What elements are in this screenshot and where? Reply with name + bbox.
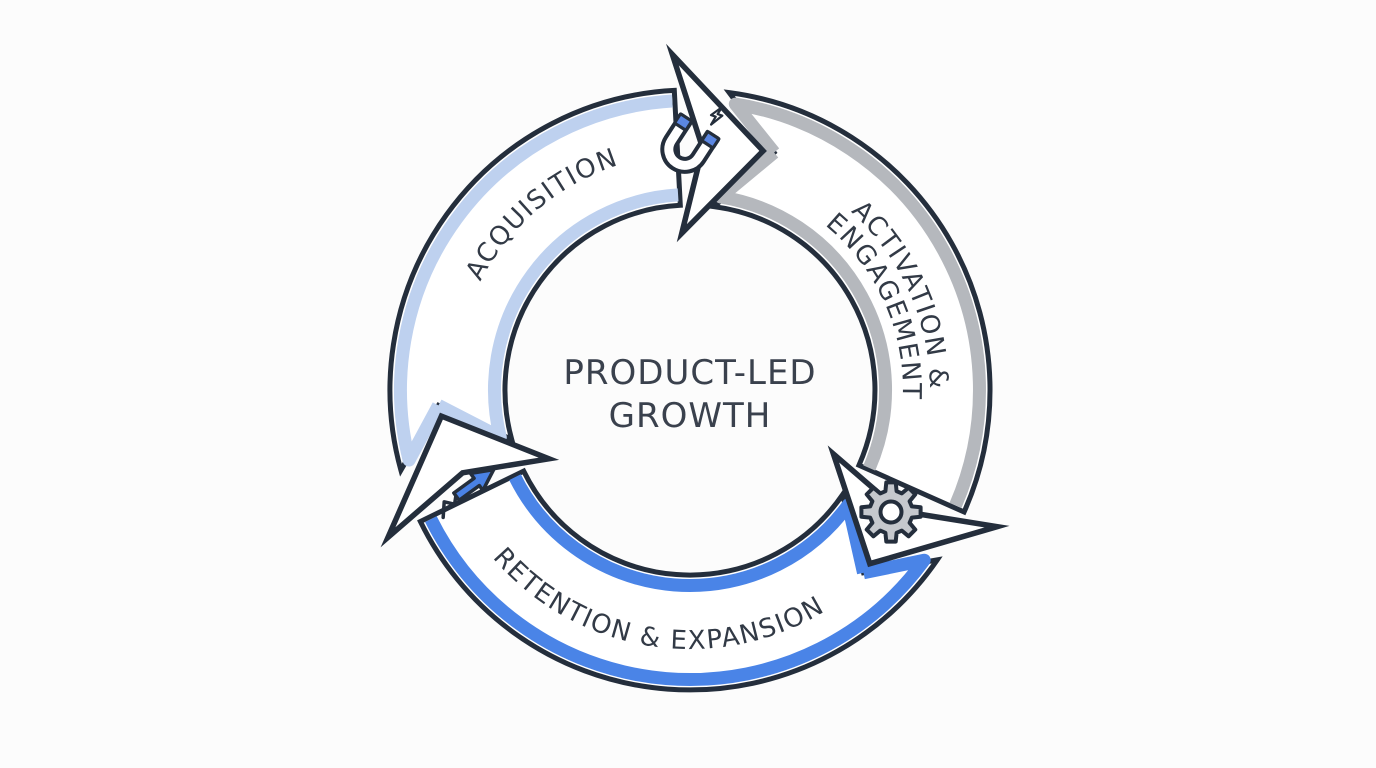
trend-up-arrow-icon xyxy=(441,467,496,520)
gear-hole xyxy=(878,499,904,525)
retention-expansion-arrowhead xyxy=(380,412,560,548)
acquisition-arrowhead xyxy=(666,43,767,243)
retention-expansion-outer-stripe xyxy=(425,516,931,687)
magnet-pole-cap xyxy=(673,112,693,132)
retention-expansion-segment xyxy=(417,467,943,693)
trend-zigzag xyxy=(441,491,459,520)
lightning-icon xyxy=(709,106,724,126)
acquisition-segment xyxy=(387,87,683,477)
magnet-body xyxy=(660,112,721,174)
gear-icon xyxy=(859,480,923,544)
activation-engagement-inner-stripe xyxy=(714,147,893,471)
magnet-icon xyxy=(660,112,721,174)
activation-engagement-segment xyxy=(708,89,993,516)
center-title-line2: GROWTH xyxy=(609,396,772,436)
center-title-line1: PRODUCT-LED xyxy=(563,353,816,393)
activation-engagement-band xyxy=(708,89,993,516)
acquisition-outer-stripe xyxy=(394,94,673,467)
activation-engagement-outer-stripe xyxy=(728,97,986,508)
magnet-pole-cap xyxy=(700,130,721,150)
retention-expansion-inner-stripe xyxy=(509,474,870,593)
acquisition-inner-stripe xyxy=(435,188,679,444)
trend-arrow xyxy=(452,467,496,503)
